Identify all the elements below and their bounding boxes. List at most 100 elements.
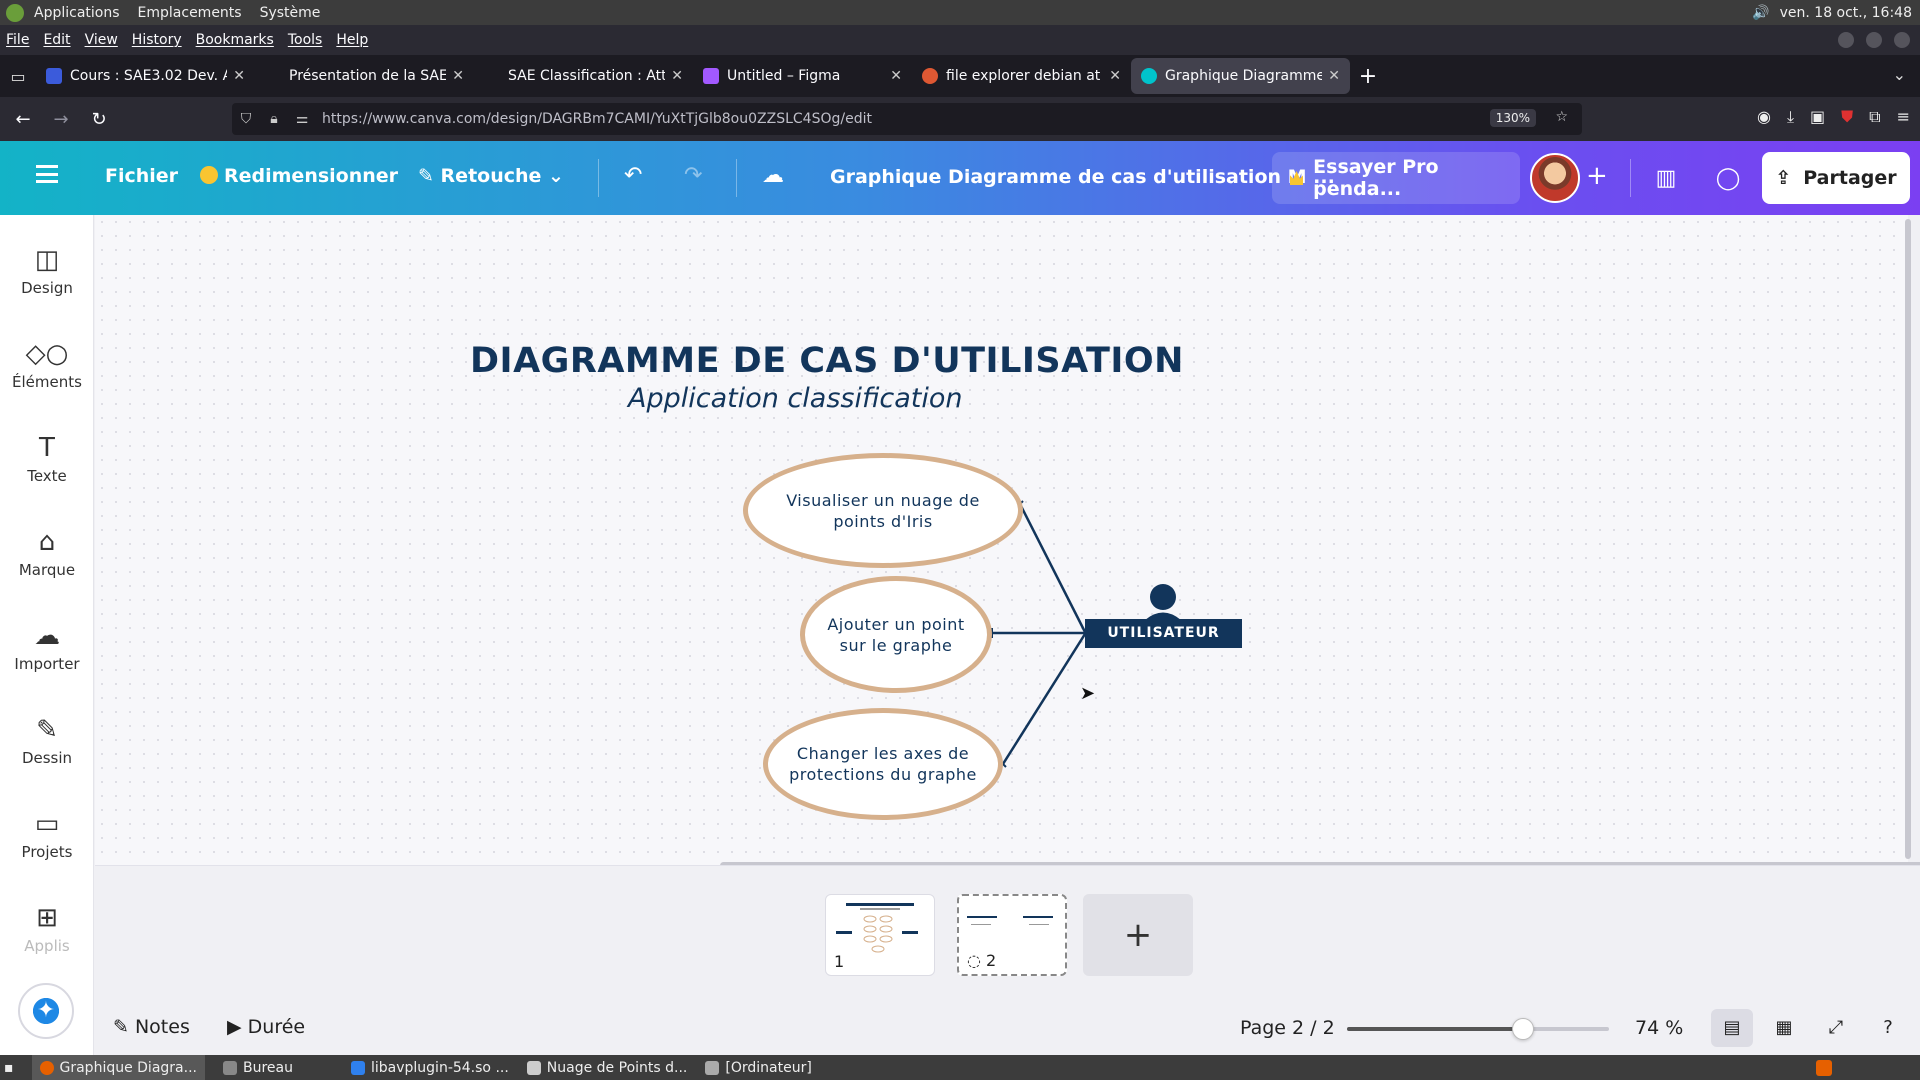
os-clock[interactable]: ven. 18 oct., 16:48 bbox=[1779, 4, 1912, 21]
show-desktop-icon[interactable]: ▪ bbox=[4, 1059, 14, 1076]
grid-view-icon[interactable]: ▦ bbox=[1775, 1017, 1793, 1038]
bookmark-star-icon[interactable]: ☆ bbox=[1555, 109, 1568, 125]
close-tab-icon[interactable]: ✕ bbox=[233, 68, 245, 84]
menu-help[interactable]: Help bbox=[336, 32, 369, 48]
sidebar-item-elements[interactable]: ◇○ Éléments bbox=[0, 339, 94, 391]
taskbar-item-desktop[interactable]: Bureau bbox=[222, 1060, 293, 1076]
sidebar-item-upload[interactable]: ☁ Importer bbox=[0, 621, 94, 673]
account-icon[interactable]: ◉ bbox=[1756, 107, 1771, 126]
shield-icon[interactable]: ⛉ bbox=[240, 111, 252, 127]
close-window-button[interactable] bbox=[1894, 32, 1910, 48]
add-collaborator-icon[interactable]: + bbox=[1586, 161, 1608, 191]
sidebar-item-projects[interactable]: ▭ Projets bbox=[0, 809, 94, 861]
edit-mode-button[interactable]: ✎ Retouche ⌄ bbox=[418, 165, 564, 187]
sidebar-item-label: Projets bbox=[21, 843, 73, 861]
undo-icon[interactable]: ↶ bbox=[624, 163, 643, 188]
insights-chart-icon[interactable]: ▥ bbox=[1655, 166, 1677, 191]
page-thumbnail-1[interactable]: 1 bbox=[825, 894, 935, 976]
url-text[interactable]: https://www.canva.com/design/DAGRBm7CAMI… bbox=[322, 111, 872, 127]
menu-edit[interactable]: Edit bbox=[43, 32, 71, 48]
os-menu-system[interactable]: Système bbox=[259, 4, 321, 21]
tab-cours[interactable]: Cours : SAE3.02 Dev. Appl ✕ bbox=[36, 58, 255, 94]
extension-icon[interactable]: ▣ bbox=[1810, 107, 1826, 126]
new-tab-button[interactable]: + bbox=[1358, 63, 1378, 89]
tray-firefox-icon[interactable] bbox=[1816, 1060, 1832, 1076]
menu-bookmarks[interactable]: Bookmarks bbox=[195, 32, 274, 48]
share-button[interactable]: ⇪Partager bbox=[1762, 152, 1910, 204]
tab-sae-classification[interactable]: SAE Classification : Atten ✕ bbox=[474, 58, 693, 94]
menu-tools[interactable]: Tools bbox=[287, 32, 323, 48]
use-case-visualize[interactable]: Visualiser un nuage de points d'Iris bbox=[743, 453, 1023, 568]
menu-history[interactable]: History bbox=[131, 32, 182, 48]
hamburger-menu-icon[interactable] bbox=[36, 165, 58, 183]
os-logo-icon[interactable] bbox=[6, 3, 24, 22]
tab-list-icon[interactable]: ▭ bbox=[10, 66, 26, 86]
actor-label[interactable]: UTILISATEUR bbox=[1085, 619, 1242, 648]
sidebar-item-brand[interactable]: ⌂ Marque bbox=[0, 527, 94, 579]
os-menu-places[interactable]: Emplacements bbox=[137, 4, 242, 21]
tab-figma[interactable]: Untitled – Figma ✕ bbox=[693, 58, 912, 94]
close-tab-icon[interactable]: ✕ bbox=[890, 68, 902, 84]
lock-icon[interactable]: 🔒︎ bbox=[270, 111, 278, 127]
cloud-saved-icon[interactable]: ☁ bbox=[762, 163, 784, 188]
sidebar-item-text[interactable]: T Texte bbox=[0, 433, 94, 485]
sparkle-icon: ✦ bbox=[36, 998, 56, 1023]
extensions-puzzle-icon[interactable]: ⧉ bbox=[1869, 107, 1881, 126]
reload-icon[interactable]: ↻ bbox=[91, 108, 107, 130]
file-menu-button[interactable]: Fichier bbox=[105, 165, 179, 187]
volume-icon[interactable]: 🔊 bbox=[1752, 4, 1770, 21]
menu-file[interactable]: File bbox=[6, 32, 30, 48]
tab-presentation[interactable]: Présentation de la SAE Pa ✕ bbox=[255, 58, 474, 94]
close-tab-icon[interactable]: ✕ bbox=[671, 68, 683, 84]
sidebar-item-design[interactable]: ◫ Design bbox=[0, 245, 94, 297]
taskbar-item-scatter-window[interactable]: Nuage de Points d... bbox=[526, 1060, 687, 1076]
comment-icon[interactable]: ◯ bbox=[1715, 166, 1741, 191]
zoom-slider-handle[interactable] bbox=[1511, 1018, 1534, 1040]
downloads-icon[interactable]: ⤓ bbox=[1786, 107, 1795, 126]
use-case-change-axes[interactable]: Changer les axes de protections du graph… bbox=[763, 708, 1003, 820]
sidebar-item-apps[interactable]: ⊞ Applis bbox=[0, 903, 94, 961]
minimize-button[interactable] bbox=[1838, 32, 1854, 48]
app-menu-icon[interactable]: ≡ bbox=[1896, 107, 1910, 126]
url-bar[interactable]: ⛉ 🔒︎ ⚌ https://www.canva.com/design/DAGR… bbox=[232, 103, 1582, 135]
taskbar-item-firefox[interactable]: Graphique Diagra... bbox=[31, 1055, 205, 1080]
avatar[interactable] bbox=[1530, 153, 1580, 203]
tab-duckduckgo[interactable]: file explorer debian at Du ✕ bbox=[912, 58, 1131, 94]
zoom-badge[interactable]: 130% bbox=[1489, 109, 1536, 127]
tab-overflow-icon[interactable]: ⌄ bbox=[1892, 65, 1906, 84]
os-menu-applications[interactable]: Applications bbox=[34, 4, 120, 21]
resize-button[interactable]: Redimensionner bbox=[200, 165, 398, 187]
zoom-percentage[interactable]: 74 % bbox=[1635, 1017, 1684, 1039]
redo-icon[interactable]: ↷ bbox=[684, 163, 703, 188]
duration-button[interactable]: ▶ Durée bbox=[227, 1016, 305, 1038]
notes-button[interactable]: ✎ Notes bbox=[113, 1016, 190, 1038]
tab-canva-active[interactable]: Graphique Diagramme de ✕ bbox=[1131, 58, 1350, 94]
taskbar-item-vscode[interactable]: libavplugin-54.so ... bbox=[350, 1060, 509, 1076]
permissions-icon[interactable]: ⚌ bbox=[295, 111, 309, 127]
diagram-subtitle[interactable]: Application classification bbox=[628, 383, 963, 414]
ublock-icon[interactable]: ⛊ bbox=[1841, 107, 1854, 126]
fullscreen-icon[interactable]: ⤢ bbox=[1828, 1017, 1844, 1038]
close-tab-icon[interactable]: ✕ bbox=[1328, 68, 1340, 84]
sidebar-item-draw[interactable]: ✎ Dessin bbox=[0, 715, 94, 767]
close-tab-icon[interactable]: ✕ bbox=[1109, 68, 1121, 84]
design-canvas[interactable]: DIAGRAMME DE CAS D'UTILISATION Applicati… bbox=[95, 215, 1920, 869]
diagram-title[interactable]: DIAGRAMME DE CAS D'UTILISATION bbox=[470, 341, 1184, 381]
try-pro-button[interactable]: Essayer Pro penda... bbox=[1272, 152, 1520, 204]
vertical-scrollbar[interactable] bbox=[1905, 219, 1911, 859]
maximize-button[interactable] bbox=[1866, 32, 1882, 48]
use-case-add-point[interactable]: Ajouter un point sur le graphe bbox=[800, 576, 992, 693]
page-indicator[interactable]: Page 2 / 2 bbox=[1240, 1017, 1335, 1039]
close-tab-icon[interactable]: ✕ bbox=[452, 68, 464, 84]
page-thumbnail-2[interactable]: ◌ 2 bbox=[957, 894, 1067, 976]
forward-icon[interactable]: → bbox=[53, 108, 69, 130]
magic-ai-button[interactable]: ✦ bbox=[18, 983, 74, 1039]
taskbar-item-computer[interactable]: [Ordinateur] bbox=[705, 1060, 812, 1076]
zoom-slider[interactable] bbox=[1347, 1018, 1609, 1040]
page-view-icon[interactable]: ▤ bbox=[1711, 1009, 1753, 1047]
back-icon[interactable]: ← bbox=[15, 108, 31, 130]
add-page-button[interactable]: + bbox=[1083, 894, 1193, 976]
menu-view[interactable]: View bbox=[84, 32, 118, 48]
help-icon[interactable]: ? bbox=[1883, 1017, 1893, 1038]
design-title[interactable]: Graphique Diagramme de cas d'utilisation… bbox=[830, 166, 1335, 188]
